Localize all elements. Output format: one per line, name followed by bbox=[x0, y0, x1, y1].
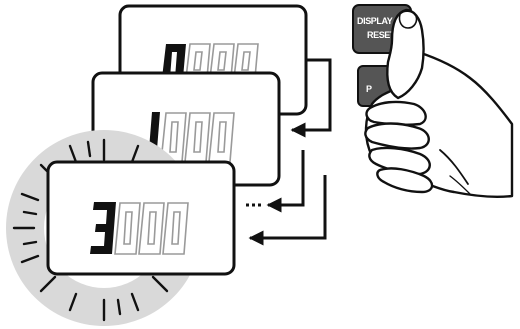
flow-arrow-middle-to-front bbox=[246, 150, 305, 213]
flow-arrow-back-to-middle bbox=[290, 58, 332, 138]
display-front bbox=[46, 160, 236, 276]
p-button-label: P bbox=[366, 84, 372, 94]
display-reset-label-line2: RESET bbox=[367, 30, 396, 40]
display-middle-digits bbox=[148, 112, 235, 163]
flow-arrow-back-to-front bbox=[248, 175, 327, 246]
display-reset-label-line1: DISPLAY bbox=[357, 16, 393, 26]
display-front-digits bbox=[90, 202, 189, 255]
display-back-digits bbox=[162, 43, 259, 79]
hand-pressing-icon bbox=[364, 8, 514, 198]
